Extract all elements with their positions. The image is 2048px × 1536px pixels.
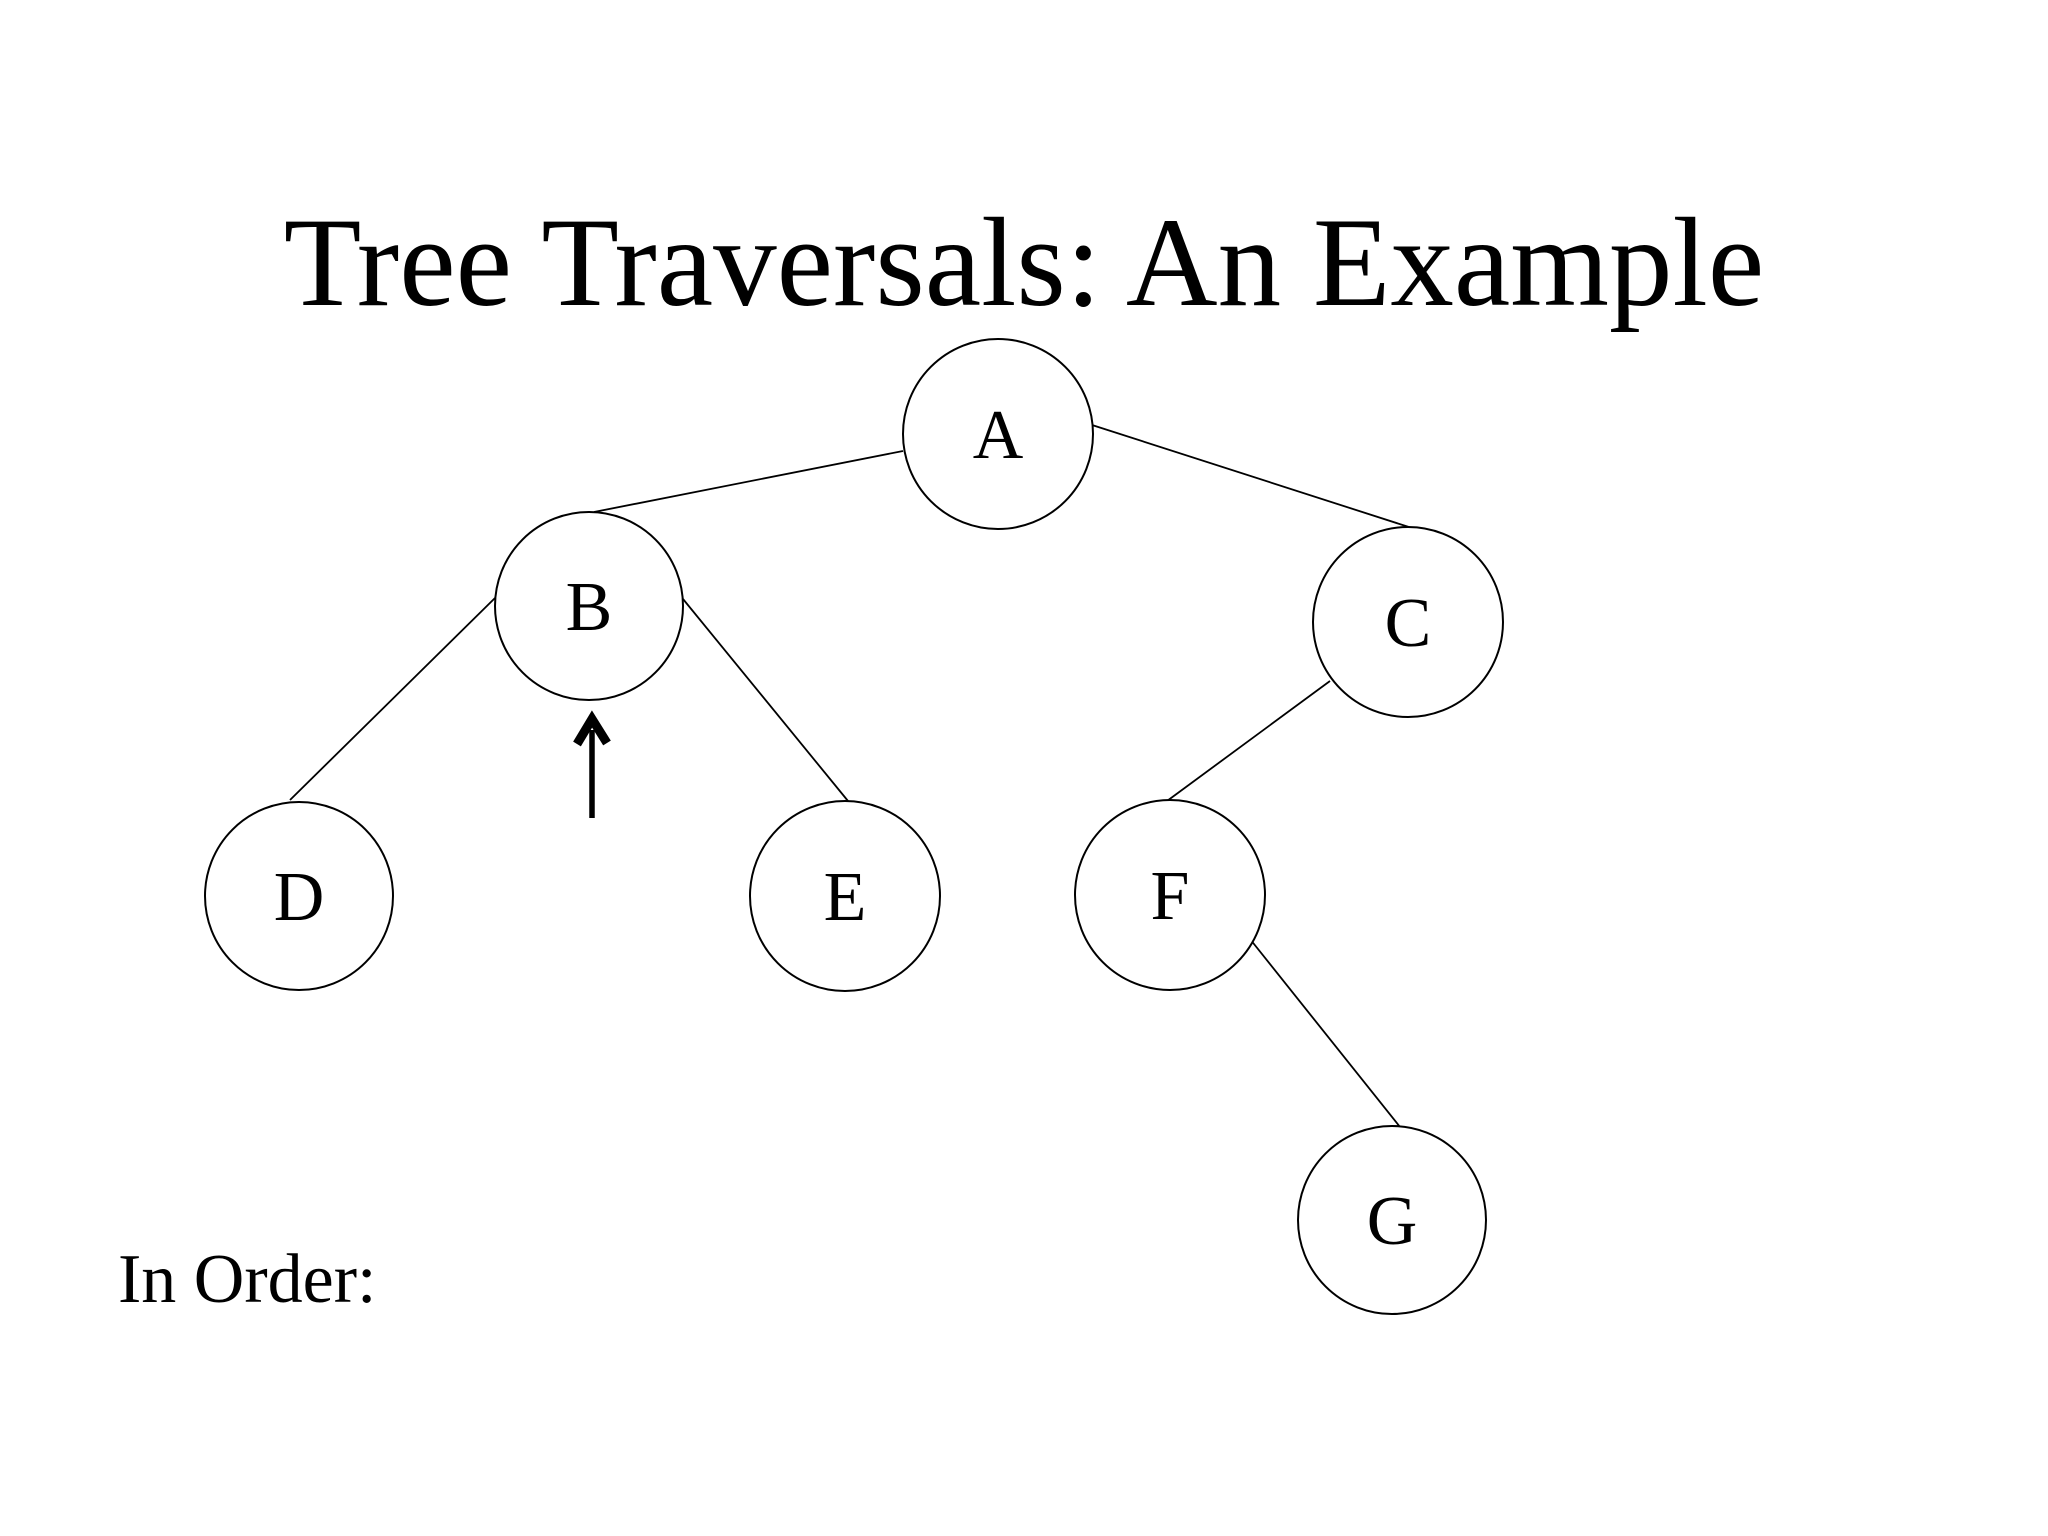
node-circle-C [1312, 526, 1504, 718]
node-circle-F [1074, 799, 1266, 991]
edge-C-F [1166, 680, 1331, 802]
traversal-type-label: In Order: [118, 1241, 377, 1318]
edge-A-B [593, 450, 904, 513]
edge-B-E [682, 598, 849, 802]
node-label-B: B [566, 569, 613, 646]
node-label-D: D [274, 859, 325, 936]
node-circle-E [749, 800, 941, 992]
node-label-C: C [1385, 585, 1432, 662]
node-circle-A [902, 338, 1094, 530]
edge-F-G [1249, 938, 1401, 1128]
node-label-G: G [1367, 1183, 1418, 1260]
node-label-A: A [973, 397, 1024, 474]
node-circle-B [494, 511, 684, 701]
edge-B-D [289, 597, 496, 801]
node-circle-G [1297, 1125, 1487, 1315]
edge-A-C [1091, 424, 1413, 529]
node-label-E: E [824, 859, 867, 936]
node-circle-D [204, 801, 394, 991]
node-label-F: F [1151, 858, 1190, 935]
slide-title: Tree Traversals: An Example [283, 193, 1765, 333]
pointer-arrow-head [573, 710, 611, 747]
